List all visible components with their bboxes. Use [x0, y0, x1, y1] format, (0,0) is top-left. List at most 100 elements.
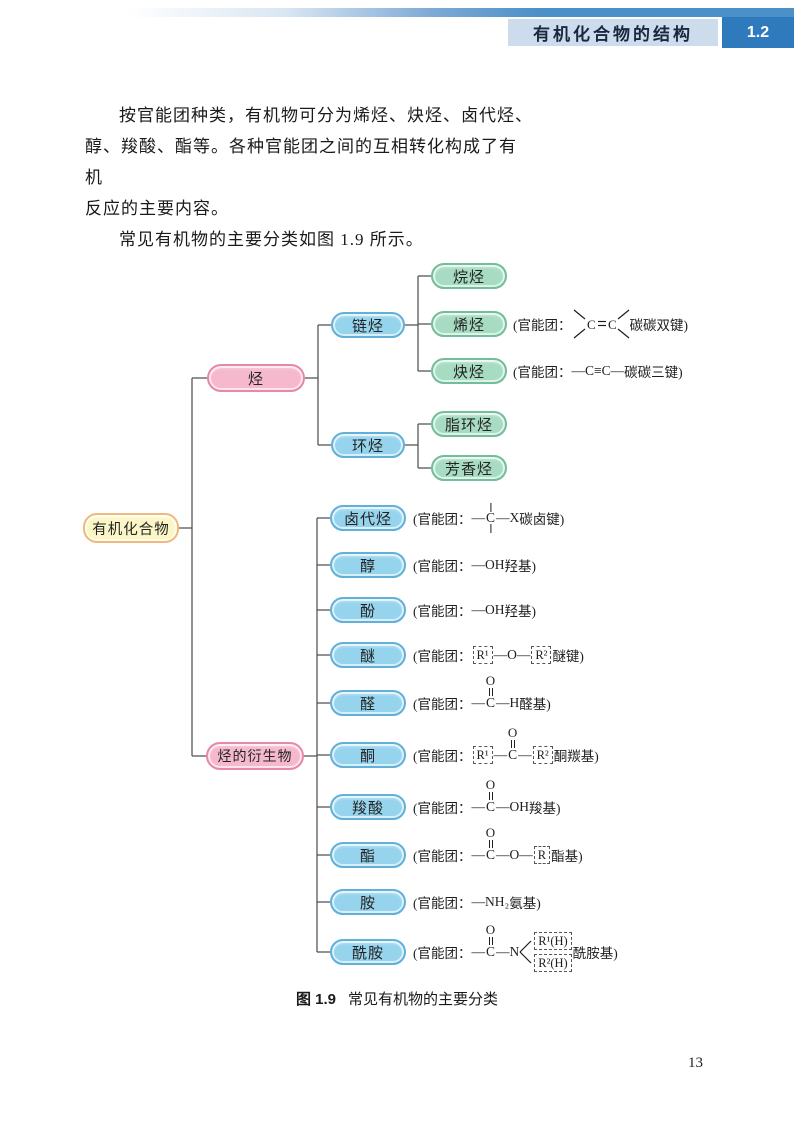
- functional-group-prefix: (官能团：: [513, 365, 572, 380]
- figure-caption: 图 1.9 常见有机物的主要分类: [0, 988, 794, 1009]
- carbon-atom: C: [508, 747, 518, 763]
- node-aldehyde: 醛: [330, 690, 406, 716]
- node-alkane: 烷烃: [431, 263, 507, 289]
- node-carboxylic-acid: 羧酸: [330, 794, 406, 820]
- functional-group-name: 碳卤键): [519, 512, 565, 527]
- nitrogen-atom: —N: [496, 944, 520, 959]
- double-bond: [488, 936, 493, 945]
- carbon-atom: C: [587, 317, 596, 332]
- node-ether: 醚: [330, 642, 406, 668]
- carbon-atom: C: [486, 695, 496, 711]
- node-alcohol: 醇: [330, 552, 406, 578]
- oxygen-atom: O: [485, 921, 496, 937]
- node-cyclic-hydrocarbon: 环烃: [331, 432, 405, 458]
- oxygen-atom: O: [485, 672, 496, 688]
- functional-group-name: 酯基): [551, 849, 583, 864]
- substituent-r2: R²: [531, 646, 552, 664]
- carbon-atom: C: [486, 799, 496, 815]
- bond-dash: —: [493, 747, 508, 762]
- functional-group-prefix: (官能团：: [513, 318, 572, 333]
- functional-group-name: 碳碳双键): [629, 318, 689, 333]
- halogen-atom: X: [509, 510, 520, 525]
- node-amide: 酰胺: [330, 939, 406, 965]
- functional-group-name: 醛基): [519, 697, 551, 712]
- functional-group-name: 酰胺基): [572, 946, 618, 961]
- oxygen-atom: O: [485, 824, 496, 840]
- bond-dash: —: [471, 799, 486, 814]
- substituent-r1: R¹: [472, 746, 493, 764]
- double-bond: [488, 687, 493, 696]
- node-alkene: 烯烃: [431, 311, 507, 337]
- substituent-r1h: R¹(H): [534, 932, 572, 950]
- node-ester: 酯: [330, 842, 406, 868]
- functional-group-name: 碳碳三键): [624, 365, 683, 380]
- figure-caption-text: 常见有机物的主要分类: [348, 992, 499, 1008]
- functional-group-name: 羟基): [504, 604, 537, 619]
- annotation-ether: (官能团： R¹ —O— R² 醚键): [413, 645, 584, 665]
- double-bond: [488, 791, 493, 800]
- substituent-r1: R¹: [472, 646, 493, 664]
- ether-bond: —O—: [493, 647, 531, 662]
- functional-group-prefix: (官能团：: [413, 649, 472, 664]
- oxygen-atom: O: [485, 776, 496, 792]
- node-alkyne: 炔烃: [431, 358, 507, 384]
- intro-paragraph: 按官能团种类，有机物可分为烯烃、炔烃、卤代烃、 醇、羧酸、酯等。各种官能团之间的…: [85, 100, 533, 255]
- bond-dash: —: [471, 847, 486, 862]
- bond-up: [489, 502, 492, 512]
- substituent-r2h: R²(H): [534, 954, 572, 972]
- carbon-atom: C: [486, 847, 496, 863]
- ester-bond: —O—: [496, 847, 533, 862]
- intro-line: 按官能团种类，有机物可分为烯烃、炔烃、卤代烃、: [119, 106, 533, 125]
- functional-group-prefix: (官能团：: [413, 849, 472, 864]
- carbon-atom: C: [486, 510, 496, 526]
- hydroxyl-structure: —OH: [471, 602, 505, 617]
- oxygen-atom: O: [507, 724, 518, 740]
- node-aromatic: 芳香烃: [431, 455, 507, 481]
- node-amine: 胺: [330, 889, 406, 915]
- carbon-atom: C: [608, 317, 617, 332]
- figure-caption-label: 图 1.9: [295, 991, 336, 1008]
- annotation-halide: (官能团： — C — X 碳卤键): [413, 502, 565, 534]
- page-number: 13: [688, 1055, 703, 1071]
- functional-group-prefix: (官能团：: [413, 604, 472, 619]
- annotation-phenol: (官能团： —OH 羟基): [413, 600, 536, 620]
- bond-dash: —: [496, 510, 510, 525]
- intro-line: 常见有机物的主要分类如图 1.9 所示。: [119, 230, 424, 249]
- annotation-alcohol: (官能团： —OH 羟基): [413, 555, 536, 575]
- node-hydrocarbon: 烃: [207, 364, 305, 392]
- node-phenol: 酚: [330, 597, 406, 623]
- functional-group-prefix: (官能团：: [413, 801, 472, 816]
- node-derivative-parent: 烃的衍生物: [206, 742, 304, 770]
- node-alicyclic: 脂环烃: [431, 411, 507, 437]
- annotation-alkyne: (官能团： —C≡C— 碳碳三键): [513, 361, 683, 381]
- node-organic-compound: 有机化合物: [83, 513, 179, 543]
- functional-group-prefix: (官能团：: [413, 896, 472, 911]
- functional-group-name: 醚键): [552, 649, 584, 664]
- bond-h: —H: [496, 695, 520, 710]
- bond-dash: —: [471, 510, 486, 525]
- bond-dash: —: [471, 944, 486, 959]
- double-bond: [488, 839, 493, 848]
- functional-group-name: 酮羰基): [553, 749, 599, 764]
- substituent-column: R¹(H) R²(H): [533, 932, 572, 972]
- node-ketone: 酮: [330, 742, 406, 768]
- substituent-r: R: [533, 846, 551, 864]
- annotation-alkene: (官能团： C C 碳碳双键): [513, 306, 688, 342]
- bond-dash: —: [518, 747, 532, 762]
- functional-group-prefix: (官能团：: [413, 749, 472, 764]
- functional-group-prefix: (官能团：: [413, 697, 472, 712]
- branch-bonds: [519, 940, 532, 964]
- functional-group-prefix: (官能团：: [413, 512, 472, 527]
- intro-line: 反应的主要内容。: [85, 199, 229, 218]
